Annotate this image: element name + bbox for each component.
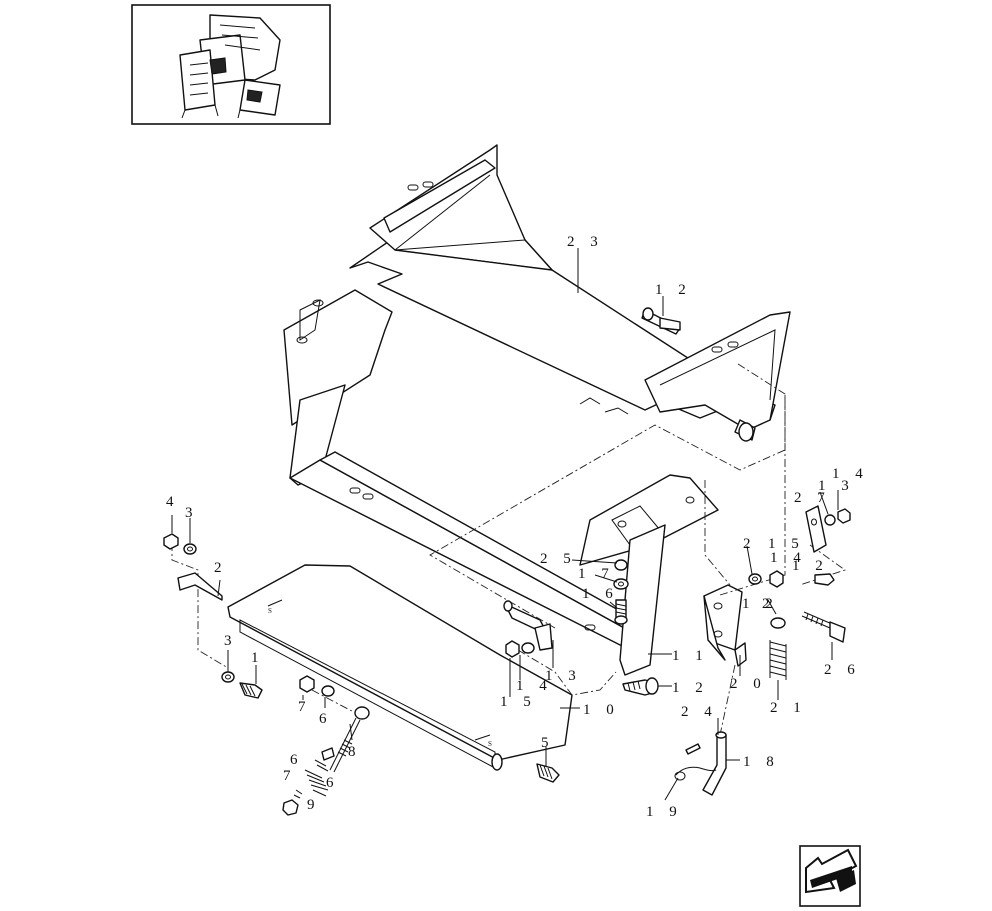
callout-20: 2 0 xyxy=(730,676,767,692)
callout-26: 2 6 xyxy=(824,662,861,678)
callout-12: 1 2 xyxy=(672,680,709,696)
callout-1: 2 xyxy=(743,536,757,552)
callout-14: 1 4 xyxy=(832,466,869,482)
callout-3: 3 xyxy=(224,633,238,649)
machine-overview-thumbnail[interactable] xyxy=(131,4,331,125)
callout-8: 8 xyxy=(348,744,362,760)
callout-13: 1 3 xyxy=(545,668,582,684)
callout-6: 6 xyxy=(319,711,333,727)
svg-text:S: S xyxy=(488,740,492,748)
svg-text:S: S xyxy=(268,607,272,615)
callout-17: 1 7 xyxy=(578,566,615,582)
callout-24: 2 4 xyxy=(681,704,718,720)
callout-21: 2 1 xyxy=(770,700,807,716)
callout-2: 2 xyxy=(214,560,228,576)
callout-15: 1 5 xyxy=(500,694,537,710)
leader-lines xyxy=(171,248,839,801)
callout-11: 1 1 xyxy=(672,648,709,664)
callout-labels: 2 3 1 2 1 4 1 3 2 7 2 1 5 1 4 1 2 1 2 2 … xyxy=(166,234,869,820)
callout-6: 6 xyxy=(290,752,304,768)
main-frame-weldment xyxy=(283,289,719,676)
callout-18: 1 8 xyxy=(743,754,780,770)
callout-27: 2 7 xyxy=(794,490,831,506)
hardware xyxy=(163,317,851,816)
callout-14: 1 4 xyxy=(516,678,553,694)
previous-page-arrow-icon[interactable] xyxy=(799,845,861,907)
callout-14: 1 5 xyxy=(768,536,805,552)
assembly-lines xyxy=(171,363,846,736)
upper-tray-plate xyxy=(349,144,791,442)
callout-6: 6 xyxy=(326,775,340,791)
callout-12: 1 2 xyxy=(742,596,779,612)
callout-12: 1 2 xyxy=(655,282,692,298)
callout-7: 7 xyxy=(283,768,297,784)
callout-12: 1 2 xyxy=(792,558,829,574)
callout-3: 3 xyxy=(185,505,199,521)
lower-deflector-plate: S S xyxy=(227,564,573,771)
callout-2: 2 xyxy=(762,596,776,612)
callout-7: 7 xyxy=(298,699,312,715)
callout-9: 9 xyxy=(307,797,321,813)
callout-4: 4 xyxy=(166,494,180,510)
spring-bracket xyxy=(703,584,747,667)
callout-15: 1 4 xyxy=(770,550,807,566)
callout-13: 1 3 xyxy=(818,478,855,494)
callout-1: 1 xyxy=(251,650,265,666)
callout-5: 5 xyxy=(541,735,555,751)
callout-10: 1 0 xyxy=(583,702,620,718)
callout-25: 2 5 xyxy=(540,551,577,567)
callout-23: 2 3 xyxy=(567,234,604,250)
callout-16: 1 6 xyxy=(582,586,619,602)
callout-19: 1 9 xyxy=(646,804,683,820)
